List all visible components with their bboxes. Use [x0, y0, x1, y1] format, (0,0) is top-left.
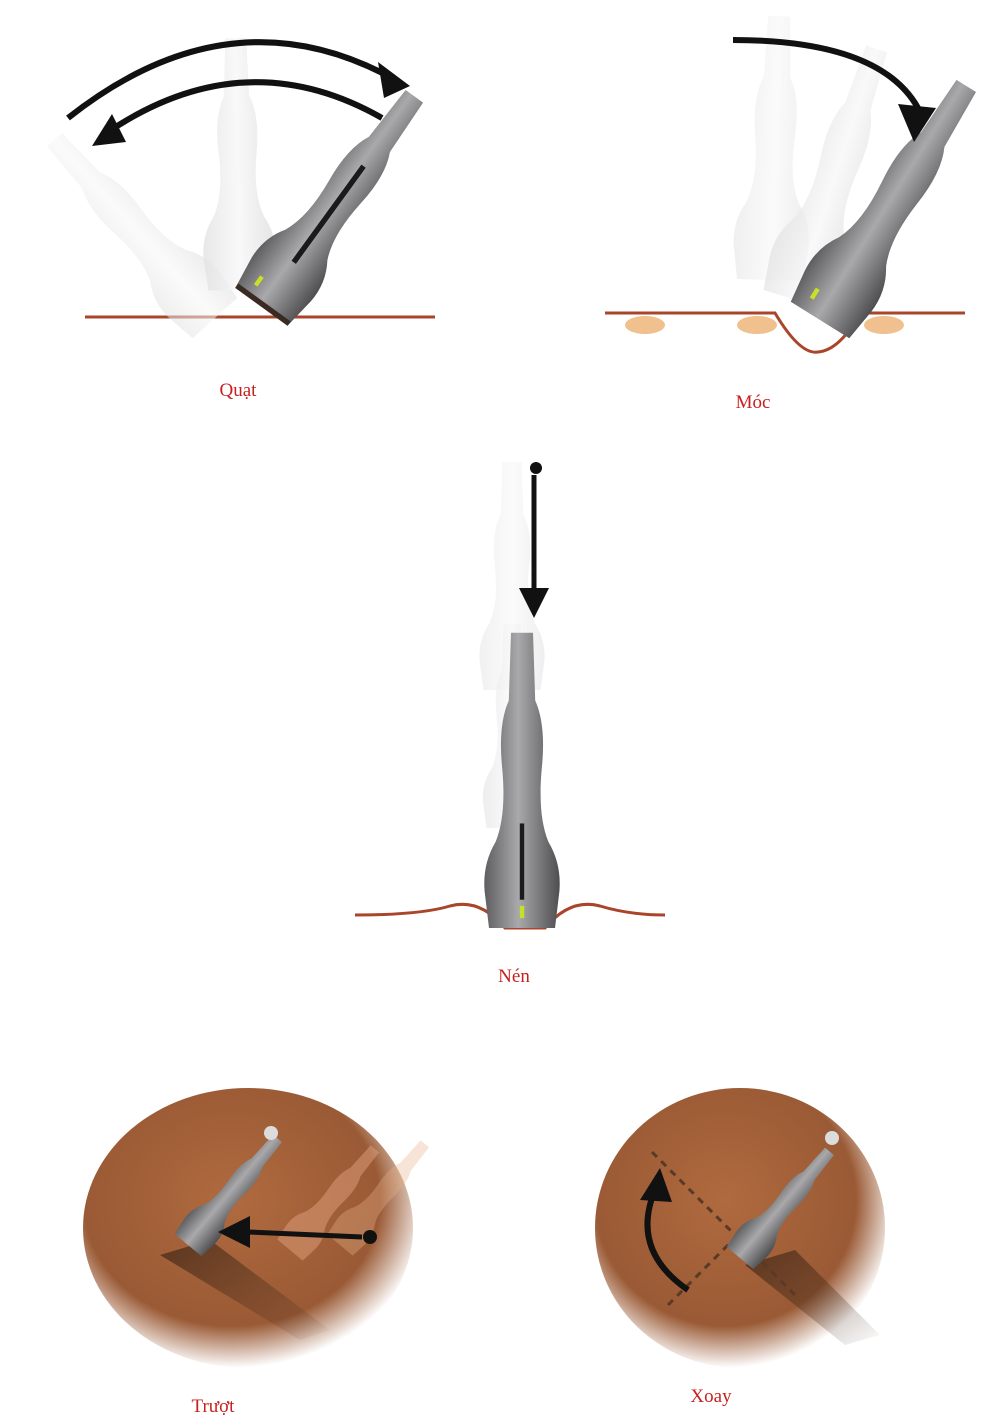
- start-dot: [530, 462, 542, 474]
- rock-panel: [605, 15, 994, 352]
- fat-blob: [625, 316, 665, 334]
- slide-panel: [83, 1088, 439, 1368]
- caption-rock: Móc: [673, 393, 833, 412]
- compress-panel: [355, 462, 665, 928]
- caption-fan: Quạt: [158, 381, 318, 400]
- fat-blob: [737, 316, 777, 334]
- fan-panel: [29, 37, 444, 341]
- probe-tip-cap: [264, 1126, 278, 1140]
- rotate-panel: [595, 1088, 885, 1368]
- caption-rotate: Xoay: [631, 1387, 791, 1406]
- probe-main: [231, 75, 444, 329]
- probe-tip-cap: [825, 1131, 839, 1145]
- arc-arrow-head-left: [92, 114, 126, 146]
- fat-blob: [864, 316, 904, 334]
- caption-slide: Trượt: [133, 1397, 293, 1416]
- caption-compress: Nén: [434, 967, 594, 986]
- start-dot: [363, 1230, 377, 1244]
